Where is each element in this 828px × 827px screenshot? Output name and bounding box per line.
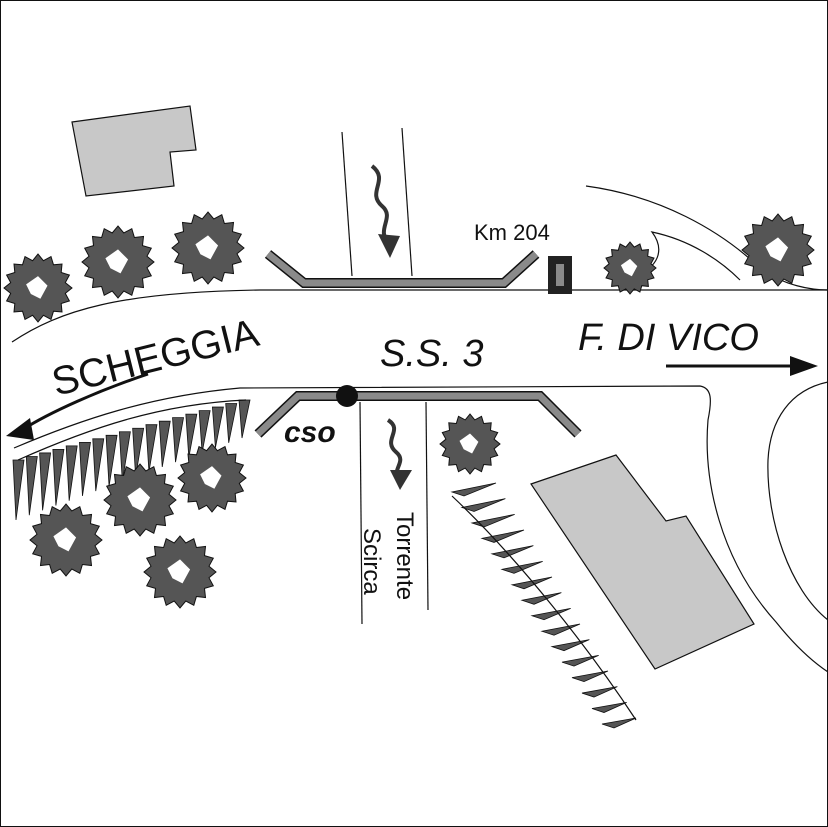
tree-icon: [143, 535, 217, 609]
road-edge-south: [13, 385, 828, 673]
cso-point-icon: [336, 385, 358, 407]
label-destination: F. DI VICO: [578, 317, 759, 359]
tree-icon: [103, 463, 177, 537]
slope-hatch-icon: [12, 399, 251, 521]
flow-arrow-icon: [370, 164, 400, 258]
slope-hatch-icon: [450, 482, 637, 729]
building-icon: [530, 454, 755, 670]
tree-icon: [29, 503, 103, 577]
tree-icon: [3, 253, 73, 323]
label-km-marker: Km 204: [474, 220, 550, 245]
tree-icon: [439, 413, 501, 475]
stream-bank: [359, 401, 363, 625]
tree-group: [3, 211, 815, 609]
building-icon: [71, 105, 197, 197]
label-stream-line1: Torrente: [391, 512, 418, 600]
stream-bank: [425, 401, 429, 611]
tree-icon: [81, 225, 155, 299]
stream-bank: [341, 131, 353, 277]
side-road-edge: [585, 185, 828, 291]
tree-icon: [177, 443, 247, 513]
tree-icon: [741, 213, 815, 287]
curb-edge: [767, 381, 828, 621]
flow-arrow-icon: [386, 418, 412, 490]
tree-icon: [603, 241, 657, 295]
bridge-south: [255, 392, 581, 437]
stream-bank: [401, 127, 413, 277]
road-edge-north: [11, 289, 828, 343]
bridge-north: [265, 251, 539, 287]
label-road: S.S. 3: [380, 333, 484, 375]
side-road-edge: [639, 231, 741, 281]
tree-icon: [171, 211, 245, 285]
label-stream-line2: Scirca: [358, 528, 385, 595]
arrow-icon: [666, 356, 818, 376]
km-marker-inner: [556, 264, 564, 286]
arrow-icon: [6, 372, 149, 440]
label-cso: cso: [284, 416, 336, 449]
